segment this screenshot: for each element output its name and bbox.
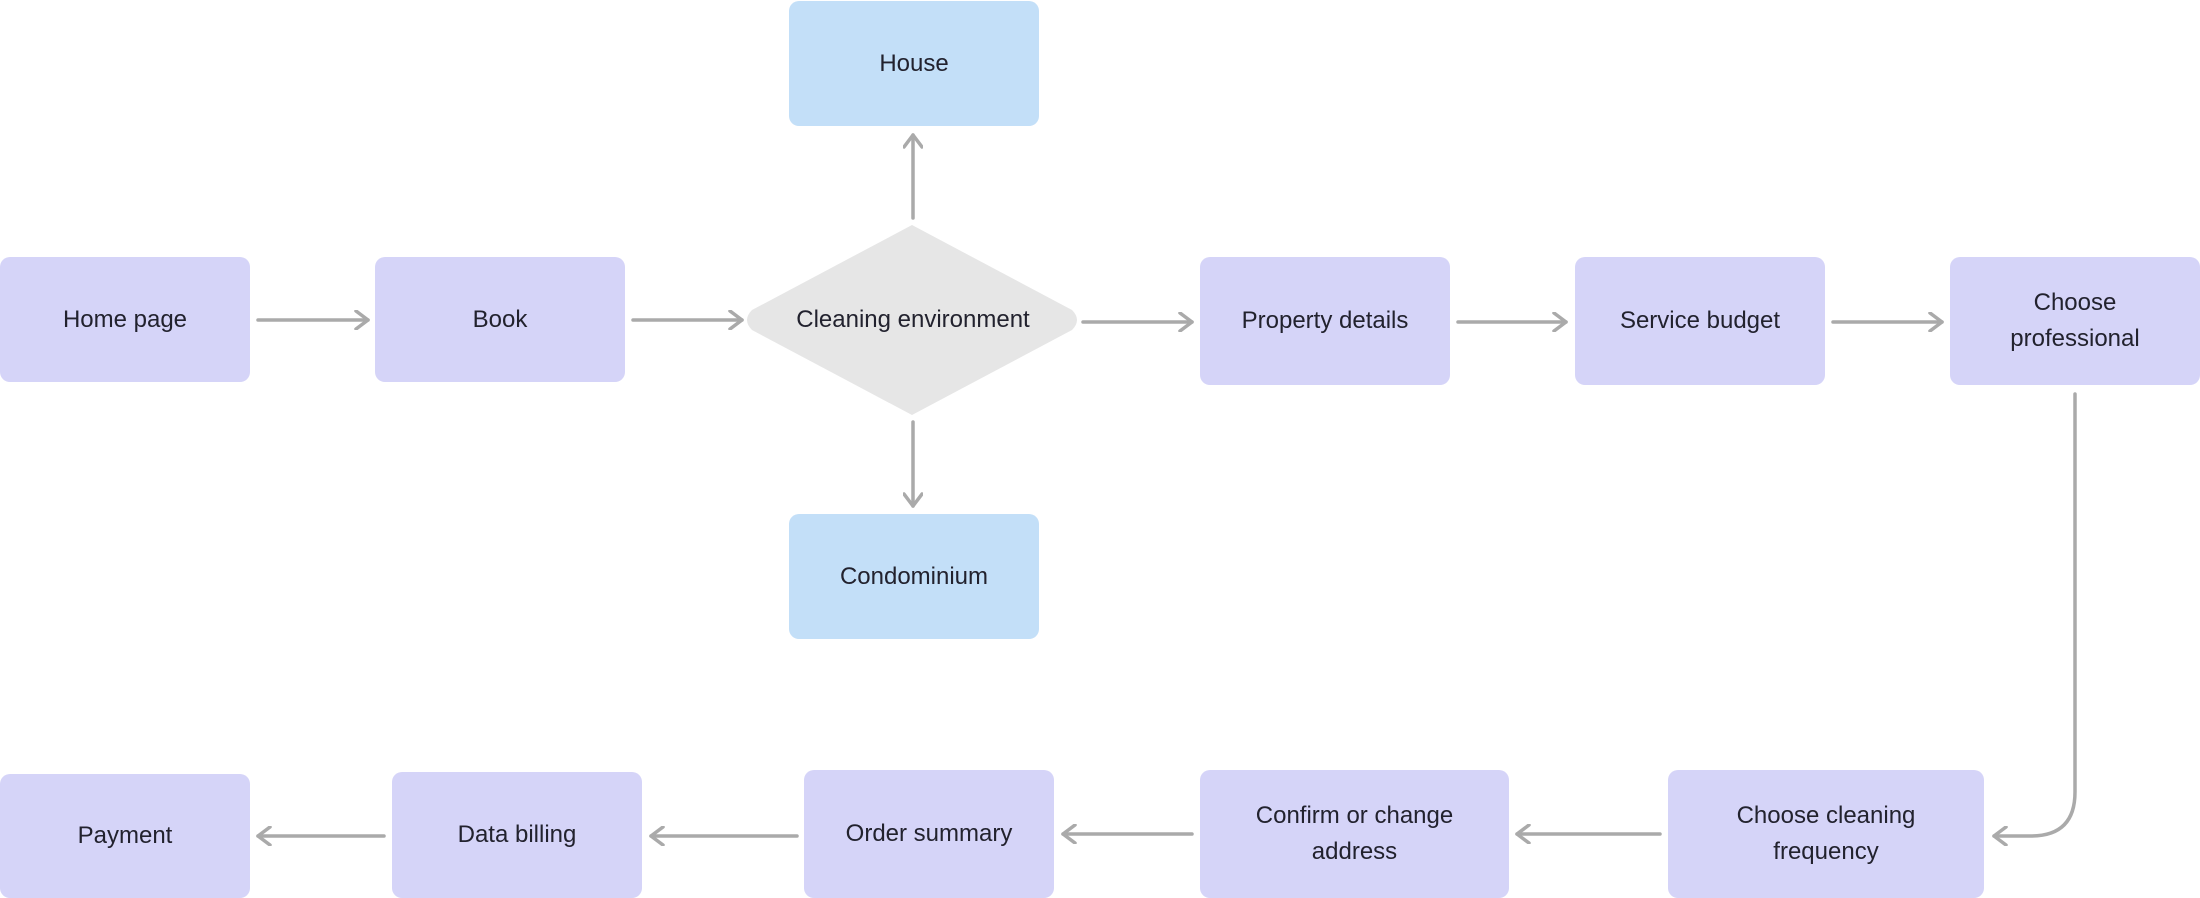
- decision-diamond: [747, 225, 1077, 415]
- node-condominium[interactable]: Condominium: [789, 514, 1039, 639]
- node-payment[interactable]: Payment: [0, 774, 250, 898]
- node-property-details[interactable]: Property details: [1200, 257, 1450, 385]
- node-service-budget[interactable]: Service budget: [1575, 257, 1825, 385]
- node-confirm-or-change-address[interactable]: Confirm or change address: [1200, 770, 1509, 898]
- cleaning-environment-label: Cleaning environment: [796, 306, 1030, 333]
- node-choose-cleaning-frequency[interactable]: Choose cleaning frequency: [1668, 770, 1984, 898]
- node-choose-professional[interactable]: Choose professional: [1950, 257, 2200, 385]
- node-order-summary[interactable]: Order summary: [804, 770, 1054, 898]
- arrow-professional-to-frequency: [1992, 392, 2077, 836]
- node-book[interactable]: Book: [375, 257, 625, 382]
- node-house[interactable]: House: [789, 1, 1039, 126]
- node-home-page[interactable]: Home page: [0, 257, 250, 382]
- node-data-billing[interactable]: Data billing: [392, 772, 642, 898]
